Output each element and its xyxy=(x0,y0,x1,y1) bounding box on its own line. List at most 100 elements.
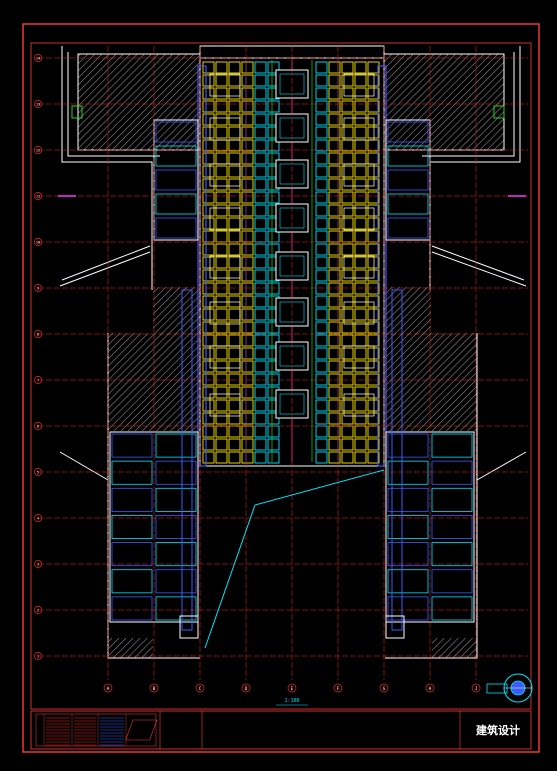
core-cell xyxy=(228,373,241,386)
core-cell xyxy=(241,321,254,334)
core-cell xyxy=(228,152,241,165)
core-cell xyxy=(341,165,354,178)
core-cell xyxy=(215,334,228,347)
core-cell xyxy=(341,269,354,282)
room xyxy=(155,596,197,621)
core-cell xyxy=(267,61,280,74)
core-cell xyxy=(315,152,328,165)
core-cell xyxy=(215,204,228,217)
core-cell xyxy=(241,191,254,204)
core-cell xyxy=(315,230,328,243)
core-cell xyxy=(341,113,354,126)
room xyxy=(387,433,429,458)
core-cell xyxy=(228,204,241,217)
core-cell xyxy=(315,412,328,425)
room xyxy=(431,460,473,485)
core-cell xyxy=(328,321,341,334)
axis-label-row: 5 xyxy=(37,471,39,475)
hatched-zones xyxy=(78,54,504,658)
core-cell xyxy=(354,282,367,295)
axis-label-row: 7 xyxy=(37,379,39,383)
room xyxy=(111,460,153,485)
core-cell xyxy=(367,61,380,74)
core-cell xyxy=(254,100,267,113)
side-box xyxy=(209,255,241,279)
core-cell xyxy=(354,399,367,412)
core-cell xyxy=(254,438,267,451)
axis-bubble xyxy=(379,683,389,693)
core-cell xyxy=(215,373,228,386)
core-cell xyxy=(215,100,228,113)
core-cell xyxy=(341,360,354,373)
core-cell xyxy=(315,295,328,308)
core-cell xyxy=(341,191,354,204)
title-notes xyxy=(35,713,158,747)
core-cell xyxy=(354,113,367,126)
core-cell xyxy=(228,334,241,347)
core-cell xyxy=(315,113,328,126)
core-cell xyxy=(215,230,228,243)
core-cell xyxy=(241,269,254,282)
core-cell xyxy=(315,87,328,100)
stair xyxy=(179,615,199,639)
core-cell xyxy=(241,204,254,217)
axis-label-row: 10 xyxy=(36,241,40,245)
core-cell xyxy=(354,412,367,425)
core-cell xyxy=(315,217,328,230)
core-cell xyxy=(202,126,215,139)
wing-rooms xyxy=(71,105,505,639)
core-cell xyxy=(241,282,254,295)
core-cell xyxy=(341,425,354,438)
core-cell xyxy=(341,100,354,113)
room xyxy=(155,169,197,191)
core-cell xyxy=(202,438,215,451)
core-cell xyxy=(367,230,380,243)
core-cell xyxy=(341,256,354,269)
core-cell xyxy=(354,74,367,87)
core-cell xyxy=(241,126,254,139)
core-cell xyxy=(228,61,241,74)
core-cell xyxy=(202,360,215,373)
core-cell xyxy=(315,308,328,321)
core-cell xyxy=(367,217,380,230)
axis-label-row: 11 xyxy=(36,195,40,199)
side-box xyxy=(343,73,375,97)
core-cell xyxy=(367,87,380,100)
core-cell xyxy=(241,347,254,360)
core-cell xyxy=(367,178,380,191)
room xyxy=(155,433,197,458)
side-box xyxy=(343,117,375,141)
core-cell xyxy=(241,113,254,126)
core-cell xyxy=(228,74,241,87)
side-box xyxy=(343,207,375,231)
axis-label-row: 3 xyxy=(37,563,39,567)
core-cell xyxy=(367,399,380,412)
core-cell xyxy=(215,178,228,191)
core-cell xyxy=(254,191,267,204)
room xyxy=(387,569,429,594)
core-cell xyxy=(228,256,241,269)
core-cell xyxy=(328,412,341,425)
ramp-line xyxy=(204,469,385,649)
core-cell xyxy=(315,178,328,191)
axis-bubble xyxy=(195,683,205,693)
core-cell xyxy=(254,334,267,347)
axis-bubble xyxy=(34,606,42,614)
core-cell xyxy=(354,438,367,451)
core-cell xyxy=(328,308,341,321)
room xyxy=(111,433,153,458)
room xyxy=(155,121,197,143)
core-cell xyxy=(354,139,367,152)
core-cell xyxy=(328,87,341,100)
core-cell xyxy=(215,412,228,425)
core-cell xyxy=(215,139,228,152)
core-cell xyxy=(254,256,267,269)
core-cell xyxy=(315,269,328,282)
core-cell xyxy=(328,295,341,308)
core-cell xyxy=(367,256,380,269)
core-cell xyxy=(267,321,280,334)
core-cell xyxy=(354,269,367,282)
core-cell xyxy=(254,204,267,217)
room xyxy=(387,121,429,143)
core-cell xyxy=(241,100,254,113)
